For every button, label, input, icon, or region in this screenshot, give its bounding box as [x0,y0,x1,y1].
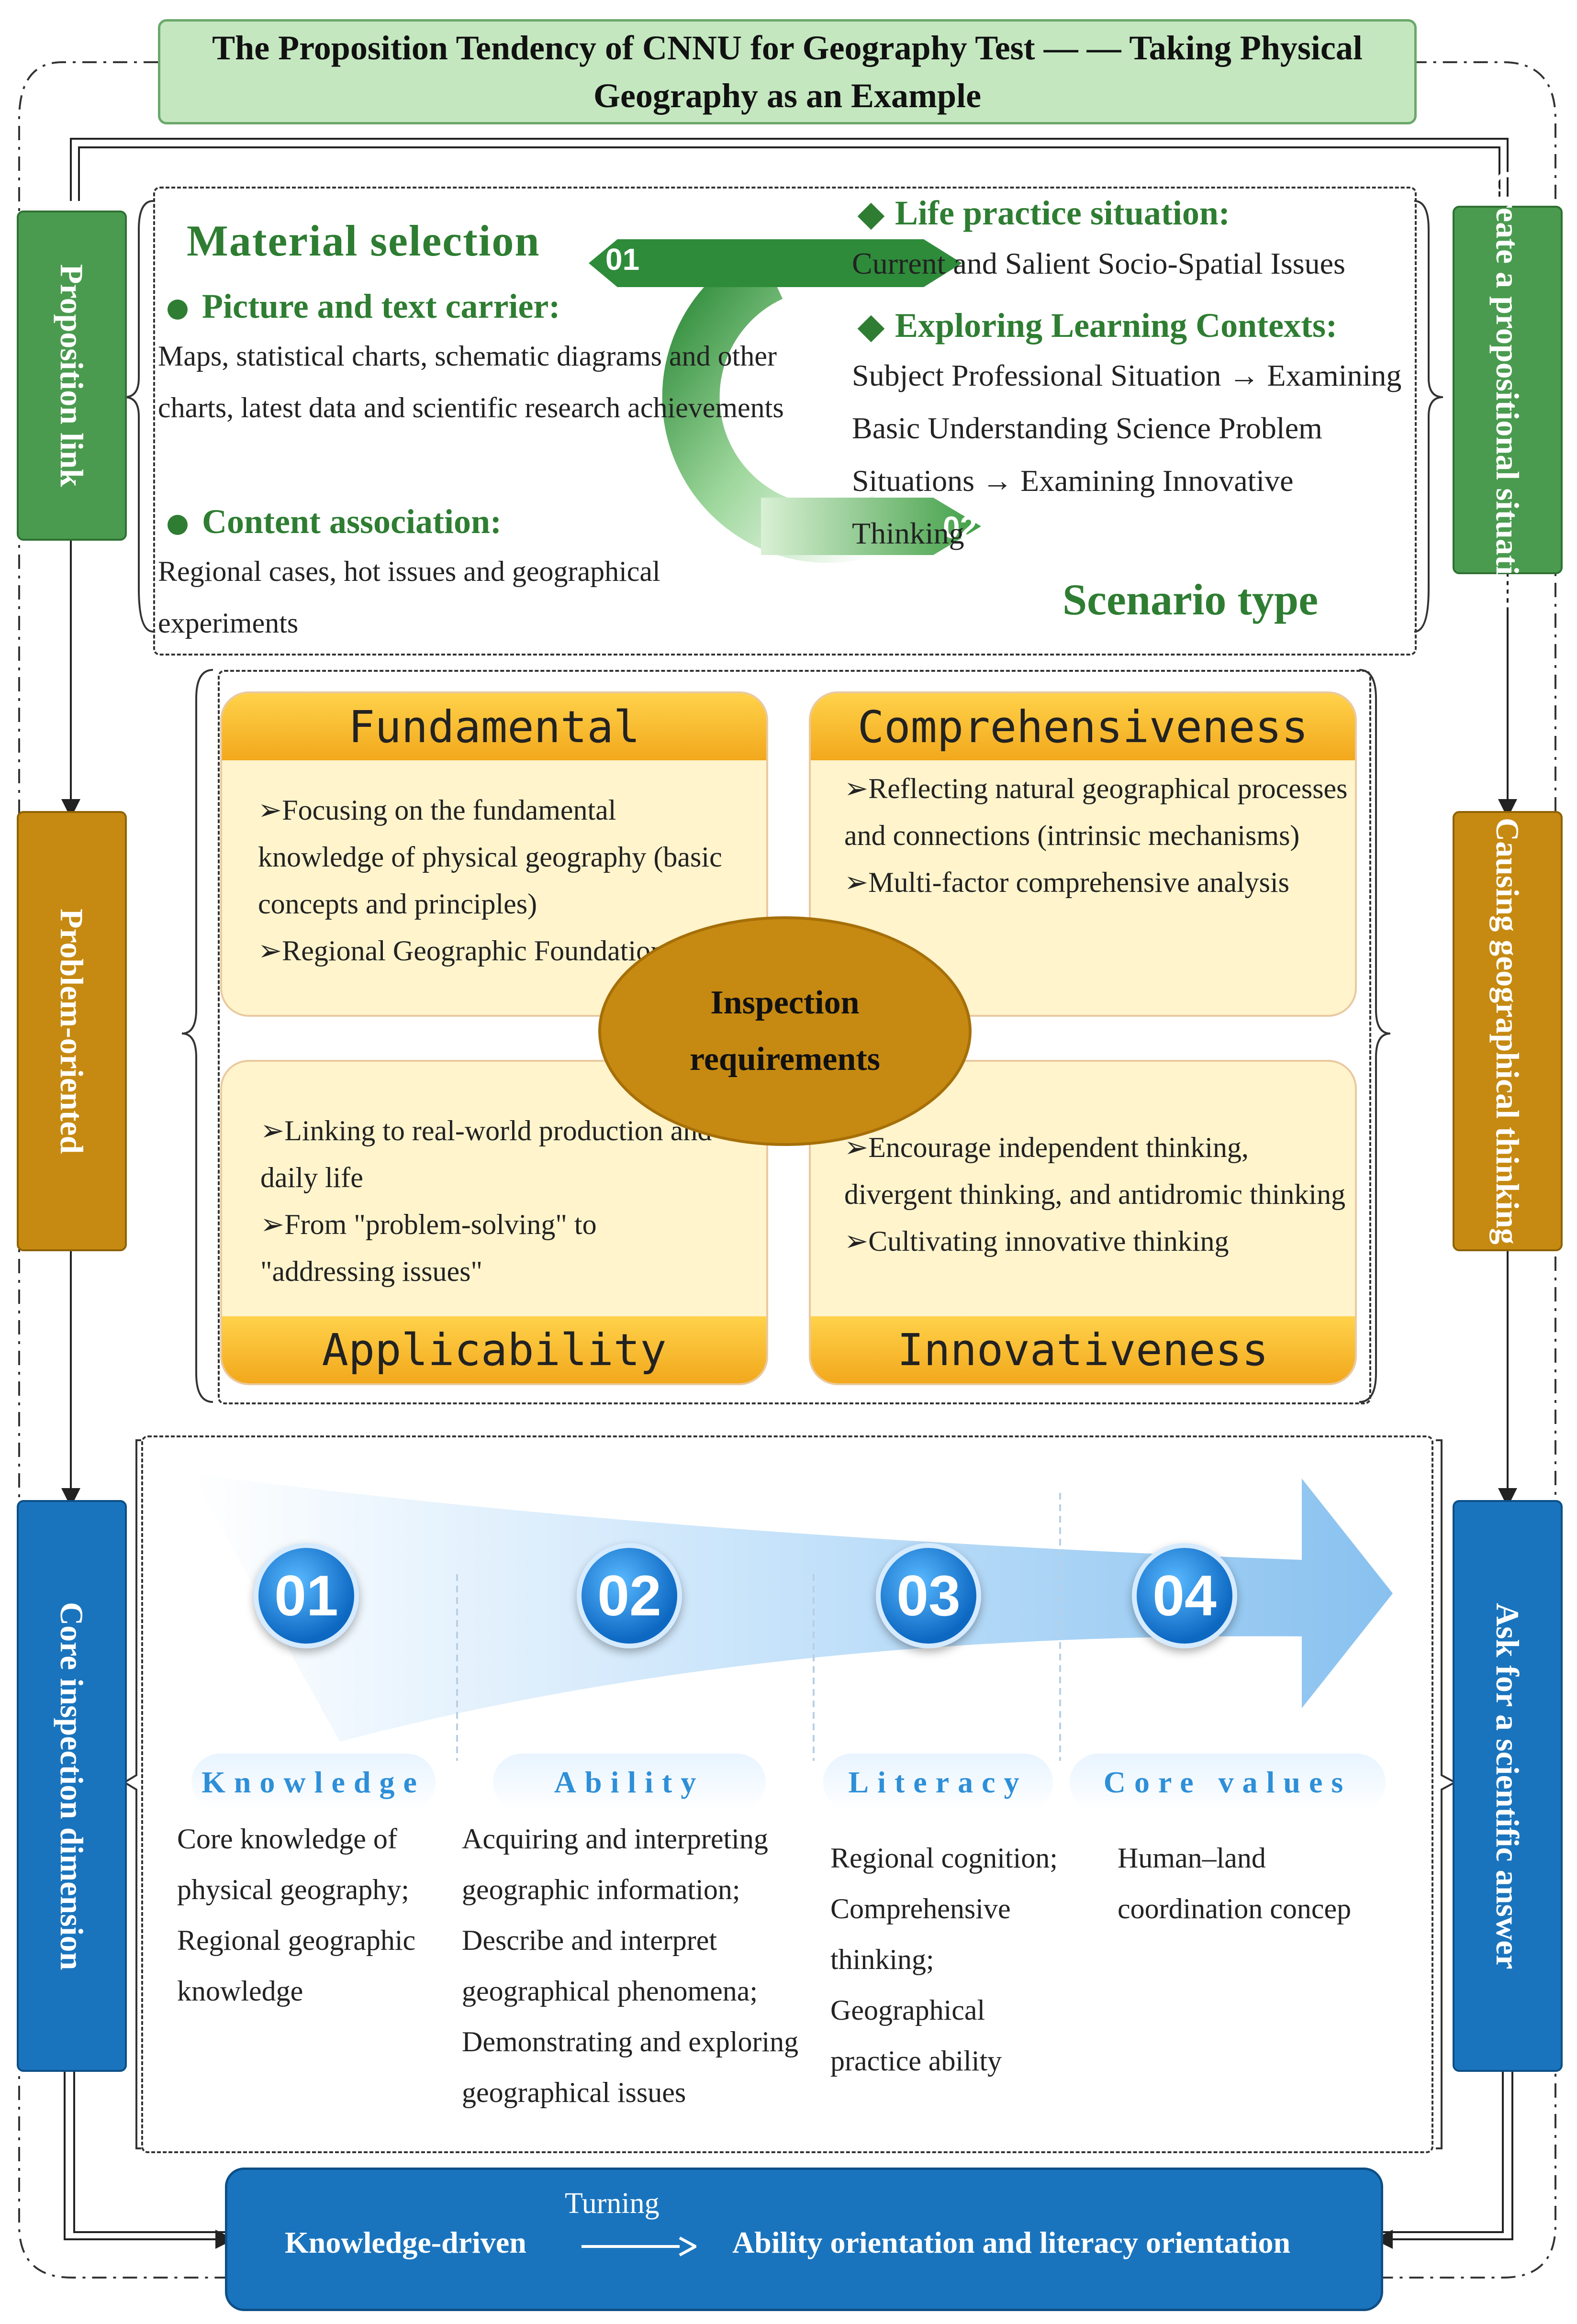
comprehensiveness-card: Comprehensiveness ➢Reflecting natural ge… [809,691,1357,1017]
badge-02: 02 [943,510,977,545]
innovativeness-item: ➢Cultivating innovative thinking [844,1225,1229,1257]
scientific-answer-label: Ask for a scientific answer [1489,1602,1526,1969]
page-title: The Proposition Tendency of CNNU for Geo… [212,29,1363,115]
applicability-card: ➢Linking to real-world production and da… [220,1060,768,1385]
applicability-title: Applicability [222,1316,766,1383]
exploring-contexts-text: Subject Professional Situation → Examini… [852,358,1402,550]
dimension-label: Knowledge [191,1754,436,1811]
fundamental-title: Fundamental [222,693,766,760]
bullet-dot-icon [168,515,188,535]
dimension-label: Core values [1070,1754,1386,1811]
life-practice-text: Current and Salient Socio-Spatial Issues [852,246,1345,280]
turning-label: Turning [565,2187,660,2220]
inspection-center-label: Inspection requirements [690,984,880,1078]
exploring-contexts-heading: Exploring Learning Contexts: [895,306,1338,345]
proposition-link-label: Proposition link [54,264,90,487]
create-situation-label: Create a propositional situation [1489,170,1526,610]
dimension-number: 03 [876,1543,981,1648]
fundamental-item: ➢Focusing on the fundamental knowledge o… [258,794,722,920]
dimension-number: 01 [254,1543,359,1648]
material-selection-heading: Material selection [187,216,540,265]
content-association-block: Content association: Regional cases, hot… [158,498,771,649]
dimension-text: Human–land coordination concep [1118,1842,1352,1924]
dimension-label: Literacy [823,1754,1053,1811]
life-practice-heading: Life practice situation: [895,194,1230,232]
content-association-heading: Content association: [202,502,502,541]
bottom-summary-box: Knowledge-driven Turning Ability orienta… [225,2168,1383,2311]
exploring-contexts-block: Exploring Learning Contexts: Subject Pro… [852,301,1412,560]
core-inspection-dimension-box: Core inspection dimension [17,1500,127,2072]
dimension-number: 02 [577,1543,682,1648]
bullet-dot-icon [168,300,188,320]
dimension-label: Ability [493,1754,766,1811]
picture-carrier-text: Maps, statistical charts, schematic diag… [158,340,784,423]
dimension-text: Regional cognition; Comprehensive thinki… [830,1842,1058,2077]
scenario-type-heading: Scenario type [1063,575,1319,624]
comprehensiveness-item: ➢Multi-factor comprehensive analysis [844,867,1289,898]
proposition-link-box: Proposition link [17,211,127,541]
applicability-item: ➢Linking to real-world production and da… [260,1115,712,1193]
geographical-thinking-box: Causing geographical thinking [1453,811,1563,1251]
knowledge-driven-label: Knowledge-driven [285,2225,526,2259]
dimension-text: Acquiring and interpreting geographic in… [462,1823,799,2108]
picture-carrier-block: Picture and text carrier: Maps, statisti… [158,282,818,434]
ability-literacy-label: Ability orientation and literacy orienta… [732,2225,1291,2259]
turning-arrow-icon [582,2236,696,2257]
scientific-answer-box: Ask for a scientific answer [1453,1500,1563,2072]
dimension-number: 04 [1132,1543,1237,1648]
create-situation-box: Create a propositional situation [1453,170,1563,610]
problem-oriented-box: Problem-oriented [17,811,127,1251]
life-practice-block: Life practice situation: Current and Sal… [852,189,1412,290]
picture-carrier-heading: Picture and text carrier: [202,287,560,325]
core-inspection-dimension-label: Core inspection dimension [54,1601,90,1970]
geographical-thinking-label: Causing geographical thinking [1489,818,1526,1245]
innovativeness-title: Innovativeness [811,1316,1355,1383]
dimension-section [141,1435,1433,2153]
inspection-center-oval: Inspection requirements [598,916,972,1146]
applicability-item: ➢From "problem-solving" to "addressing i… [260,1209,597,1287]
badge-01: 01 [605,242,640,277]
problem-oriented-label: Problem-oriented [54,908,90,1154]
fundamental-item: ➢Regional Geographic Foundations [258,935,676,967]
progress-arrow-graphic [191,1474,1393,1742]
content-association-text: Regional cases, hot issues and geographi… [158,556,660,639]
innovativeness-item: ➢Encourage independent thinking, diverge… [844,1132,1346,1210]
cycle-arrow-graphic [589,239,981,563]
comprehensiveness-item: ➢Reflecting natural geographical process… [844,773,1348,851]
material-section [153,187,1417,656]
title-box: The Proposition Tendency of CNNU for Geo… [158,19,1417,124]
comprehensiveness-title: Comprehensiveness [811,693,1355,760]
inspection-section [218,670,1371,1404]
dimension-text: Core knowledge of physical geography; Re… [177,1823,416,2007]
